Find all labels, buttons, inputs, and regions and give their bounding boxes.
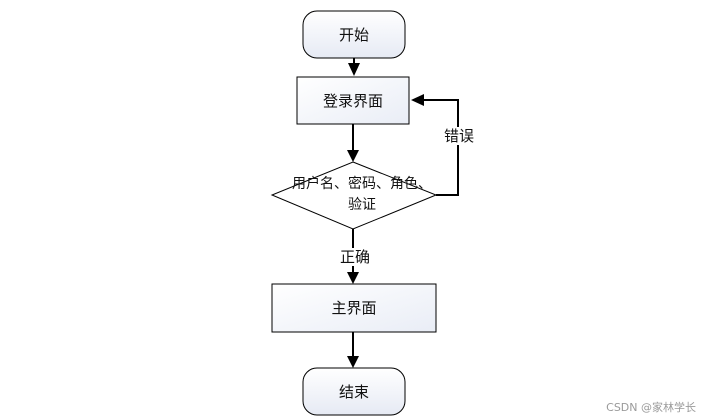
arrowhead-login-to-check — [347, 150, 359, 162]
arrow-error-loop — [424, 99, 459, 196]
arrowhead-main-to-end — [347, 356, 359, 368]
arrowhead-error-loop — [411, 94, 424, 106]
check-node-label: 用户名、密码、角色、验证 — [292, 176, 432, 213]
end-node-shape — [302, 367, 406, 416]
edge-label-error: 错误 — [443, 127, 476, 145]
edge-label-correct: 正确 — [339, 248, 372, 266]
main-node-label: 主界面 — [331, 299, 377, 317]
login-node-label: 登录界面 — [322, 91, 383, 110]
login-node-shape — [296, 76, 410, 125]
arrowhead-check-to-main — [347, 272, 359, 284]
main-node-shape — [271, 283, 437, 333]
arrowhead-start-to-login — [348, 63, 360, 76]
watermark: CSDN @家林学长 — [606, 401, 696, 414]
end-node-label: 结束 — [338, 382, 369, 401]
start-node-label: 开始 — [338, 25, 369, 44]
